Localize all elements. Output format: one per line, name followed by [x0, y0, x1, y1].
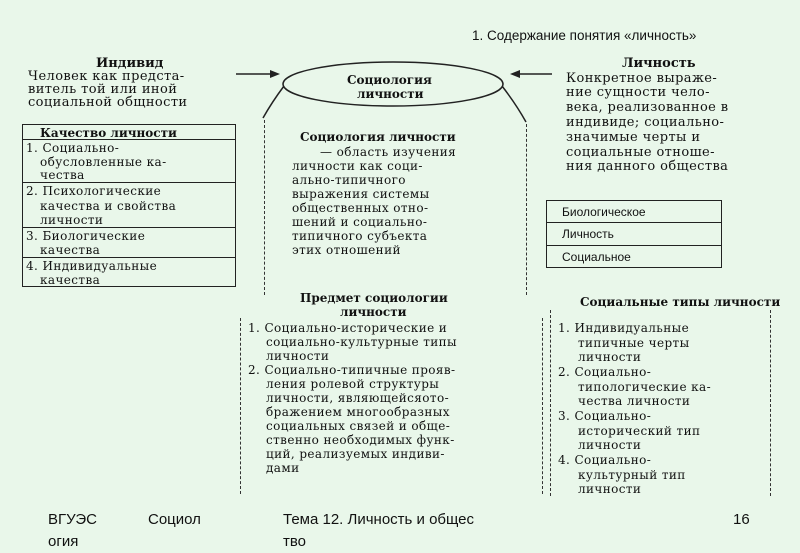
- individ-line: Человек как предста-: [28, 69, 185, 84]
- footer-org-c: огия: [48, 533, 79, 550]
- individ-heading: Индивид: [96, 56, 164, 71]
- center-oval-shape: [282, 61, 504, 107]
- quality-item-line: 1. Социально-: [26, 141, 120, 155]
- lichnost-line: Конкретное выраже-: [566, 71, 718, 86]
- types-line: 4. Социально-: [558, 453, 652, 467]
- divider: [546, 222, 722, 223]
- subject-line: ления ролевой структуры: [266, 377, 440, 391]
- subject-line: ственно необходимых функ-: [266, 433, 455, 447]
- subject-line: бражением многообразных: [266, 405, 450, 419]
- lichnost-line: ния данного общества: [566, 159, 729, 174]
- definition-line: ально-типичного: [292, 173, 406, 187]
- subject-line: 2. Социально-типичные прояв-: [248, 363, 456, 377]
- definition-heading: Социология личности: [300, 130, 456, 144]
- lichnost-line: индивиде; социально-: [566, 115, 725, 130]
- quality-heading: Качество личности: [40, 126, 177, 140]
- definition-line: шений и социально-: [292, 215, 428, 229]
- types-line: личности: [578, 350, 642, 364]
- quality-item-line: личности: [40, 213, 104, 227]
- divider: [22, 182, 236, 183]
- lichnost-line: значимые черты и: [566, 130, 701, 145]
- types-line: личности: [578, 438, 642, 452]
- subject-line: ций, реализуемых индиви-: [266, 447, 445, 461]
- quality-item-line: 2. Психологические: [26, 184, 162, 198]
- types-dashed-right: [770, 310, 771, 496]
- subject-line: социально-культурные типы: [266, 335, 457, 349]
- types-heading: Социальные типы личности: [580, 295, 781, 309]
- subject-heading-line: Предмет социологии: [300, 291, 448, 305]
- arrow-head-left: [270, 70, 280, 78]
- subject-line: личности: [266, 349, 330, 363]
- definition-line: типичного субъекта: [292, 229, 428, 243]
- divider: [546, 245, 722, 246]
- triad-item-biological: Биологическое: [562, 205, 646, 219]
- definition-line: этих отношений: [292, 243, 401, 257]
- quality-item-line: 3. Биологические: [26, 229, 146, 243]
- divider: [22, 257, 236, 258]
- slide-title: 1. Содержание понятия «личность»: [472, 28, 697, 43]
- subject-dashed-right: [542, 318, 543, 494]
- quality-table: [22, 124, 236, 287]
- individ-line: социальной общности: [28, 95, 188, 110]
- types-line: типологические ка-: [578, 380, 712, 394]
- footer-topic-b: тво: [283, 533, 307, 550]
- quality-item-line: качества: [40, 243, 101, 257]
- subject-line: дами: [266, 461, 300, 475]
- types-line: 3. Социально-: [558, 409, 652, 423]
- individ-line: витель той или иной: [28, 82, 178, 97]
- footer-org-b: Социол: [148, 511, 201, 528]
- triad-item-social: Социальное: [562, 250, 631, 264]
- quality-item-line: 4. Индивидуальные: [26, 259, 158, 273]
- quality-item-line: качества: [40, 273, 101, 287]
- types-line: 2. Социально-: [558, 365, 652, 379]
- definition-line: личности как соци-: [292, 159, 423, 173]
- types-line: типичные черты: [578, 336, 690, 350]
- subject-line: социальных связей и обще-: [266, 419, 451, 433]
- definition-line: общественных отно-: [292, 201, 429, 215]
- arrow-head-right: [510, 70, 520, 78]
- quality-item-line: качества и свойства: [40, 199, 177, 213]
- cylinder-dashed-right: [526, 124, 527, 295]
- subject-dashed-left: [240, 318, 241, 494]
- subject-line: личности, являющейсяото-: [266, 391, 450, 405]
- definition-line: выражения системы: [292, 187, 430, 201]
- footer-page-number: 16: [733, 511, 750, 528]
- subject-heading-line: личности: [340, 305, 407, 319]
- footer-org-a: ВГУЭС: [48, 511, 97, 528]
- lichnost-line: века, реализованное в: [566, 100, 729, 115]
- divider: [22, 139, 236, 140]
- subject-line: 1. Социально-исторические и: [248, 321, 448, 335]
- triad-item-personality: Личность: [562, 227, 614, 241]
- divider: [22, 227, 236, 228]
- types-line: культурный тип: [578, 468, 686, 482]
- lichnost-line: ние сущности чело-: [566, 85, 710, 100]
- types-line: чества личности: [578, 394, 691, 408]
- types-dashed-left: [550, 310, 551, 496]
- cylinder-right-edge: [501, 85, 527, 123]
- cylinder-dashed-left: [264, 120, 265, 295]
- cylinder-left-edge: [262, 85, 285, 119]
- types-line: личности: [578, 482, 642, 496]
- quality-item-line: обусловленные ка-: [40, 155, 167, 169]
- lichnost-heading: Личность: [622, 56, 696, 71]
- lichnost-line: социальные отноше-: [566, 145, 715, 160]
- definition-line: — область изучения: [320, 145, 457, 159]
- triad-box: [546, 200, 722, 268]
- center-oval-line: личности: [357, 87, 424, 101]
- footer-topic-a: Тема 12. Личность и общес: [283, 511, 475, 528]
- quality-item-line: чества: [40, 168, 85, 182]
- types-line: исторический тип: [578, 424, 701, 438]
- types-line: 1. Индивидуальные: [558, 321, 690, 335]
- center-oval-line: Социология: [347, 73, 432, 87]
